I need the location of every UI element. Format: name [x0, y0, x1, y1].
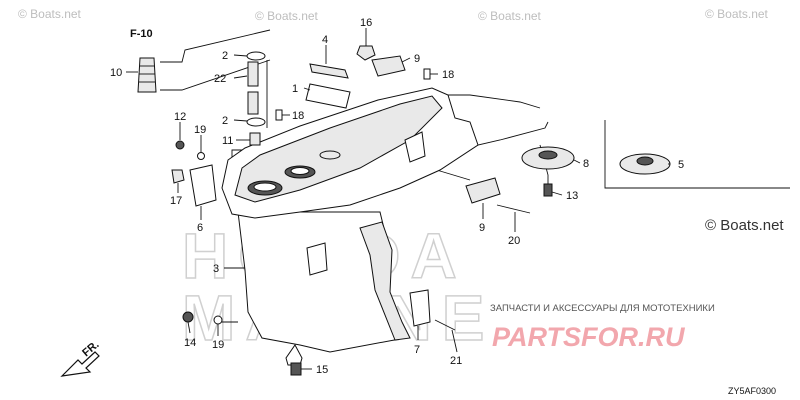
arrow-icon [60, 351, 100, 377]
callout-label: 18 [442, 69, 454, 81]
callout-label: 20 [508, 235, 520, 247]
part-15-bolt [290, 362, 302, 376]
part-13-bolt [543, 183, 553, 197]
callout-label: 2 [222, 50, 228, 62]
part-17-plug [171, 169, 185, 184]
callout-label: 1 [292, 83, 298, 95]
callout-label: 6 [197, 222, 203, 234]
part-18-pin [423, 68, 431, 80]
callout-numbers: 10 2 22 2 4 1 16 9 18 18 12 19 11 17 6 3… [110, 17, 684, 376]
partsfor-subtitle: ЗАПЧАСТИ И АКСЕССУАРЫ ДЛЯ МОТОТЕХНИКИ [490, 303, 715, 314]
boats-watermark: © Boats.net [478, 9, 542, 23]
leader-lines [126, 28, 670, 370]
part-21-bolt [434, 319, 456, 331]
part-11-grommet [249, 132, 261, 146]
part-2-clip-lower [246, 117, 266, 127]
callout-label: 14 [184, 337, 196, 349]
part-4-plate [309, 63, 349, 79]
part-22-tube-lower [247, 91, 259, 115]
callout-label: 5 [678, 159, 684, 171]
part-10-mount [137, 57, 157, 93]
callout-label: 4 [322, 34, 328, 46]
part-19-washer-lower [213, 315, 223, 325]
part-19-washer [197, 152, 205, 160]
callout-label: 18 [292, 110, 304, 122]
boats-watermark: © Boats.net [18, 7, 82, 21]
callout-label: 11 [222, 135, 233, 147]
callout-label: 15 [316, 364, 328, 376]
boats-watermark-tiles: © Boats.net © Boats.net © Boats.net © Bo… [18, 7, 769, 23]
callout-label: 19 [194, 124, 206, 136]
callout-label: 21 [450, 355, 462, 367]
front-direction-arrow: FR. [60, 339, 102, 377]
callout-label: 12 [174, 111, 186, 123]
callout-label: 9 [414, 53, 420, 65]
callout-label: 8 [583, 158, 589, 170]
drawing-code: ZY5AF0300 [728, 386, 776, 396]
callout-label: 10 [110, 67, 122, 79]
part-20-bolt [496, 204, 531, 214]
callout-label: 9 [479, 222, 485, 234]
part-2-clip [246, 51, 266, 61]
part-6-cover [189, 164, 217, 207]
callout-label: 2 [222, 115, 228, 127]
callout-label: 16 [360, 17, 372, 29]
part-1-gasket [305, 83, 351, 109]
boats-watermark: © Boats.net [705, 7, 769, 21]
partsfor-logo: PARTSFOR.RU [492, 322, 686, 352]
boats-watermark-main: © Boats.net [705, 217, 784, 234]
part-7-cover [409, 289, 431, 327]
part-16-nut [356, 45, 376, 61]
callout-label: 7 [414, 344, 420, 356]
part-9-anode-lower [465, 177, 501, 204]
boats-watermark: © Boats.net [255, 9, 319, 23]
callout-label: 17 [170, 195, 182, 207]
housing-skeg-shading [359, 221, 411, 341]
callout-label: 22 [214, 73, 226, 85]
part-9-anode [371, 55, 406, 77]
part-12-bolt [175, 140, 185, 150]
reference-label: F-10 [130, 28, 153, 40]
callout-label: 19 [212, 339, 224, 351]
callout-label: 3 [213, 263, 219, 275]
part-18-pin-b [275, 109, 283, 121]
part-14-bolt [182, 311, 194, 323]
gear-case-housing [221, 87, 479, 366]
callout-label: 13 [566, 190, 578, 202]
small-parts [137, 45, 671, 376]
part-22-tube [247, 61, 259, 87]
